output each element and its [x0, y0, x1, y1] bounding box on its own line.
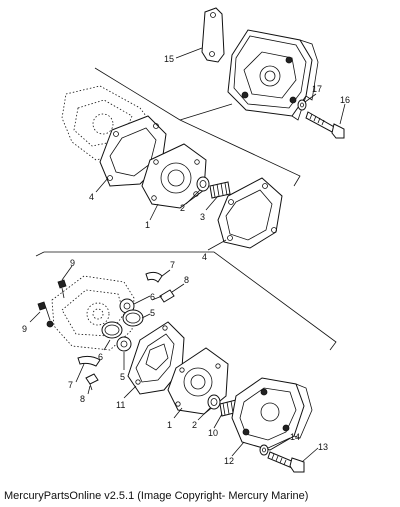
top-leader-lines — [95, 47, 346, 251]
top-group-bracket — [94, 67, 301, 187]
callout-6-upper: 6 — [150, 292, 155, 302]
callout-1-upper: 1 — [145, 220, 150, 230]
washer-14 — [259, 444, 269, 456]
screw-16 — [305, 111, 345, 139]
gasket-15 — [201, 7, 225, 63]
callout-8-lower: 8 — [80, 394, 85, 404]
fuel-pump-cover-12 — [231, 377, 313, 451]
callout-2-upper: 2 — [180, 203, 185, 213]
callout-9-upper: 9 — [70, 258, 75, 268]
retainer-7-lower — [77, 355, 101, 367]
callout-9-lower: 9 — [22, 324, 27, 334]
diaphragm-1-upper — [141, 143, 207, 209]
callout-6-lower: 6 — [98, 352, 103, 362]
exploded-parts-diagram: 15 17 16 4 1 2 3 4 9 9 7 8 6 5 6 5 7 8 1… — [22, 7, 350, 473]
callout-7-lower: 7 — [68, 380, 73, 390]
callout-5-lower: 5 — [120, 372, 125, 382]
callout-5-upper: 5 — [150, 308, 155, 318]
retainer-7-upper — [145, 271, 163, 283]
screw-13 — [267, 451, 305, 473]
seal-2-upper — [196, 176, 210, 192]
lower-group-bracket — [35, 251, 337, 351]
washer-17 — [297, 99, 307, 111]
bottom-leader-lines — [29, 265, 319, 463]
callout-10: 10 — [208, 428, 218, 438]
callout-12: 12 — [224, 456, 234, 466]
callout-8-upper: 8 — [184, 275, 189, 285]
callout-4-upper: 4 — [89, 192, 94, 202]
screw-9-lower — [37, 301, 54, 328]
callout-4-lower: 4 — [202, 252, 207, 262]
callout-14: 14 — [290, 432, 300, 442]
screw-9-upper — [57, 279, 67, 299]
callout-17: 17 — [312, 84, 322, 94]
callout-3: 3 — [200, 212, 205, 222]
spring-3 — [209, 181, 231, 199]
seal-5-upper — [122, 309, 144, 327]
callout-11: 11 — [116, 400, 125, 410]
screw-8-lower — [85, 373, 99, 391]
check-valve-6-lower — [116, 336, 132, 352]
callout-15: 15 — [164, 54, 174, 64]
screw-8-upper — [151, 289, 175, 303]
seal-2-lower — [207, 394, 221, 410]
seal-5-lower — [101, 321, 123, 339]
fuel-pump-body-top — [227, 29, 319, 121]
callout-2-lower: 2 — [192, 420, 197, 430]
callout-1-lower: 1 — [167, 420, 172, 430]
callout-16: 16 — [340, 95, 350, 105]
callout-labels: 15 17 16 4 1 2 3 4 9 9 7 8 6 5 6 5 7 8 1… — [22, 54, 350, 466]
gasket-4-lower — [217, 177, 283, 249]
image-caption: MercuryPartsOnline v2.5.1 (Image Copyrig… — [4, 490, 309, 502]
callout-7-upper: 7 — [170, 260, 175, 270]
callout-13: 13 — [318, 442, 328, 452]
